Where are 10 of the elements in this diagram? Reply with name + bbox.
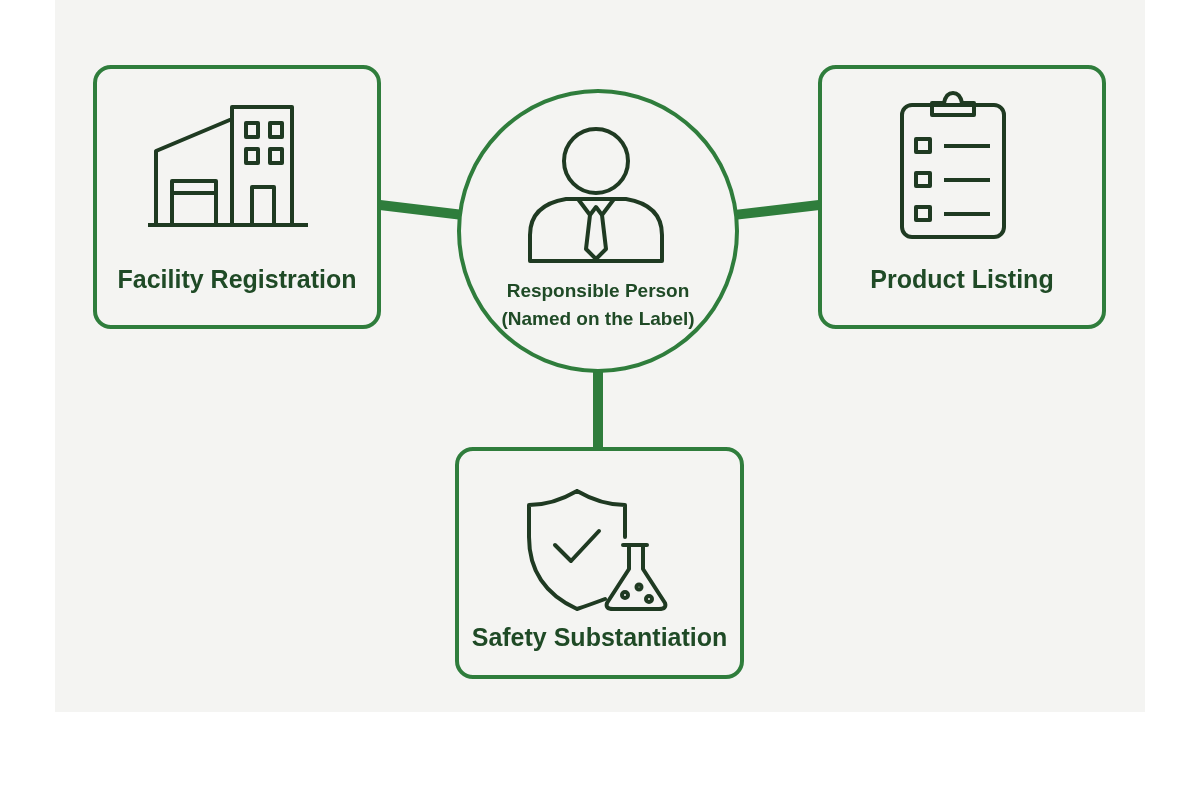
connector-line xyxy=(593,371,603,448)
connector-line xyxy=(736,200,820,220)
connector-line xyxy=(379,200,460,220)
process-box xyxy=(93,65,381,329)
box-title: Safety Substantiation xyxy=(470,622,729,653)
box-title: Product Listing xyxy=(869,264,1055,295)
box-title: Facility Registration xyxy=(116,264,358,295)
role-label: Responsible Person (Named on the Label) xyxy=(500,279,696,331)
process-box xyxy=(818,65,1106,329)
process-box xyxy=(455,447,744,679)
